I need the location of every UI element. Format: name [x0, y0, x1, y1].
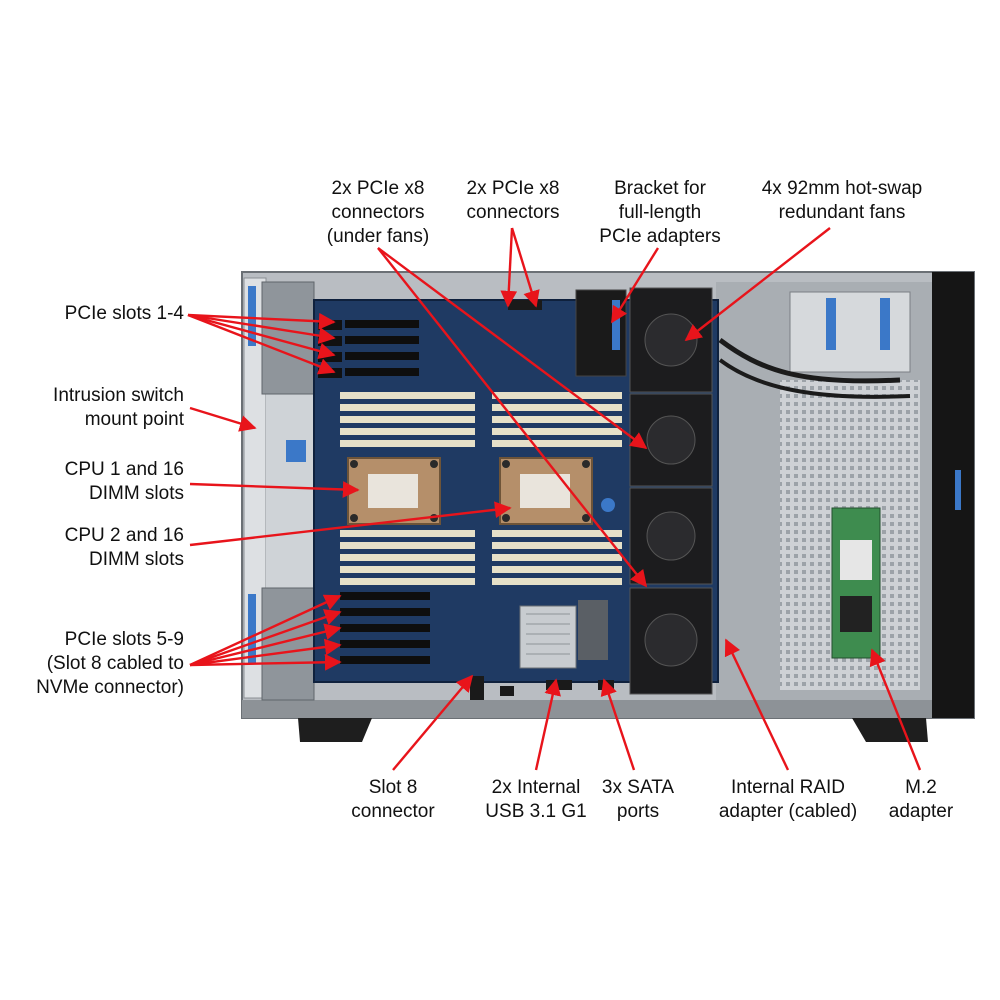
label-sata: 3x SATA ports: [601, 777, 675, 822]
label-cpu1: CPU 1 and 16 DIMM slots: [64, 459, 184, 504]
slot8-connector-part: [470, 676, 484, 700]
raid-adapter-icon: [519, 600, 608, 669]
chassis-foot-right: [852, 718, 928, 742]
fans: [629, 287, 713, 695]
fan-icon: [629, 587, 713, 695]
usb-connector-part: [500, 686, 514, 696]
usb-connector-part: [546, 680, 572, 690]
label-pcie-x8-under-fans: 2x PCIe x8 connectors (under fans): [326, 178, 430, 247]
label-intrusion-switch: Intrusion switch mount point: [53, 385, 184, 430]
fan-icon: [629, 287, 713, 393]
dimm-slots-cpu2: [492, 392, 622, 585]
dimm-slots-cpu1: [340, 392, 475, 585]
chassis-foot-left: [298, 718, 372, 742]
rear-usb-port: [286, 440, 306, 462]
label-m2: M.2 adapter: [888, 777, 954, 822]
fan-bracket: [575, 289, 627, 377]
cpu1-heatsink-icon: [347, 457, 441, 525]
label-raid: Internal RAID adapter (cabled): [718, 777, 858, 822]
label-cpu2: CPU 2 and 16 DIMM slots: [64, 525, 184, 570]
label-pcie-slots-1-4: PCIe slots 1-4: [64, 303, 184, 324]
label-pcie-slots-5-9: PCIe slots 5-9 (Slot 8 cabled to NVMe co…: [36, 629, 184, 698]
fan-icon: [629, 487, 713, 585]
label-bracket: Bracket for full-length PCIe adapters: [599, 178, 721, 247]
m2-card-icon: [831, 507, 881, 659]
label-slot8-connector: Slot 8 connector: [351, 777, 435, 822]
label-pcie-x8: 2x PCIe x8 connectors: [466, 178, 560, 223]
label-usb: 2x Internal USB 3.1 G1: [485, 777, 587, 822]
callout-arrows: [187, 227, 922, 771]
label-fans: 4x 92mm hot-swap redundant fans: [761, 178, 923, 223]
fan-icon: [629, 393, 713, 487]
pcie-slots-bottom: [340, 592, 430, 664]
